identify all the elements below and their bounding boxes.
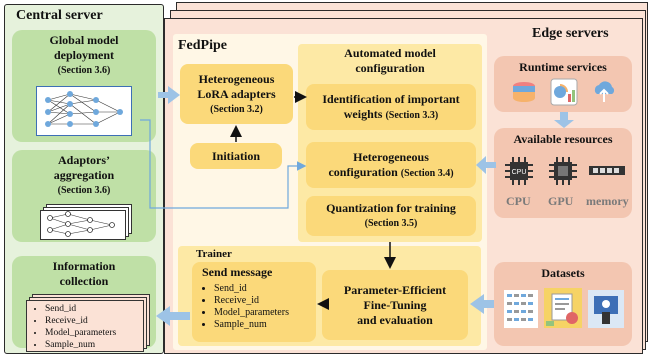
cpu-icon: CPU [505, 157, 533, 185]
analytics-icon [550, 78, 578, 106]
memory-icon [589, 166, 625, 175]
hetero-config-line2: configuration [328, 164, 398, 179]
cloud-upload-icon [594, 81, 615, 102]
cpu-chip-text: CPU [512, 169, 527, 176]
central-server-title: Central server [16, 8, 103, 23]
hetero-config-section: (Section 3.4) [400, 167, 454, 179]
global-model-network-frame [36, 86, 132, 136]
available-resources-title: Available resources [513, 132, 613, 146]
aggregation-title: Adaptors’ aggregation (Section 3.6) [12, 153, 156, 198]
important-weights-box: Identification of important weights (Sec… [306, 84, 476, 130]
datasets-box: Datasets [494, 262, 632, 346]
resources-config-arrow [476, 156, 496, 174]
dataset-document-icon [544, 288, 582, 328]
gpu-label: GPU [548, 194, 574, 208]
info-list-item: Sample_num [45, 339, 116, 351]
send-message-item: Receive_id [214, 295, 289, 307]
global-model-title: Global model deployment (Section 3.6) [12, 33, 156, 78]
trainer-label: Trainer [196, 248, 232, 260]
database-icon [513, 82, 535, 102]
datasets-peft-arrow [470, 294, 494, 314]
global-model-line2: deployment [54, 48, 114, 62]
deploy-arrow [158, 86, 180, 104]
important-weights-line2: weights [343, 106, 383, 121]
send-message-item: Model_parameters [214, 307, 289, 319]
info-list-item: Send_id [45, 303, 116, 315]
lora-section: (Section 3.2) [210, 103, 263, 115]
send-message-title: Send message [202, 265, 273, 279]
quantization-box: Quantization for training (Section 3.5) [306, 196, 476, 236]
runtime-resources-arrow [554, 112, 574, 128]
datasets-title: Datasets [541, 266, 585, 280]
aggregation-network-icon [49, 213, 113, 235]
peft-box: Parameter-Efficient Fine-Tuning and eval… [322, 270, 468, 340]
lora-adapters-box: Heterogeneous LoRA adapters (Section 3.2… [180, 64, 293, 124]
hetero-config-line1: Heterogeneous [353, 149, 429, 164]
initiation-box: Initiation [190, 143, 282, 169]
peft-line2: Fine-Tuning [363, 297, 427, 312]
lora-line1: Heterogeneous [198, 71, 275, 86]
edge-servers-title: Edge servers [532, 26, 609, 41]
lora-line2: LoRA adapters [197, 86, 276, 101]
important-weights-line1: Identification of important [322, 91, 460, 106]
aggregation-line2: aggregation [53, 168, 115, 182]
send-message-list: Send_id Receive_id Model_parameters Samp… [202, 283, 289, 331]
auto-config-title: Automated model configuration [298, 46, 482, 76]
info-collection-title: Information collection [12, 259, 156, 289]
cpu-label: CPU [506, 194, 531, 208]
global-model-section: (Section 3.6) [57, 65, 111, 76]
info-list: Send_id Receive_id Model_parameters Samp… [33, 303, 116, 351]
info-line2: collection [59, 274, 109, 288]
send-message-item: Send_id [214, 283, 289, 295]
info-paper-front: Send_id Receive_id Model_parameters Samp… [26, 300, 144, 352]
hetero-config-box: Heterogeneous configuration (Section 3.4… [306, 142, 476, 188]
peft-line3: and evaluation [357, 312, 433, 327]
dataset-person-icon [588, 290, 624, 328]
memory-label: memory [586, 194, 629, 208]
runtime-services-title: Runtime services [519, 60, 607, 74]
auto-config-title-line1: Automated model [344, 46, 436, 60]
aggregation-line1: Adaptors’ [57, 153, 110, 167]
report-arrow [156, 306, 190, 326]
gpu-icon [549, 157, 577, 185]
global-model-line1: Global model [49, 33, 119, 47]
runtime-services-box: Runtime services [494, 56, 632, 112]
info-list-item: Model_parameters [45, 327, 116, 339]
deploy-link-line [140, 119, 307, 209]
quantization-section: (Section 3.5) [364, 218, 418, 229]
fedpipe-title: FedPipe [178, 38, 227, 53]
available-resources-box: Available resources CPU CPU GPU memory [494, 128, 632, 218]
send-message-item: Sample_num [214, 319, 289, 331]
info-line1: Information [52, 259, 116, 273]
send-message-box: Send message Send_id Receive_id Model_pa… [192, 262, 316, 342]
important-weights-section: (Section 3.3) [385, 109, 439, 121]
info-list-item: Receive_id [45, 315, 116, 327]
auto-config-title-line2: configuration [355, 61, 425, 75]
aggregation-section: (Section 3.6) [57, 185, 111, 196]
dataset-image-icon [504, 290, 538, 328]
quantization-line1: Quantization for training [326, 201, 456, 215]
neural-network-icon [47, 93, 121, 125]
peft-line1: Parameter-Efficient [343, 282, 447, 297]
